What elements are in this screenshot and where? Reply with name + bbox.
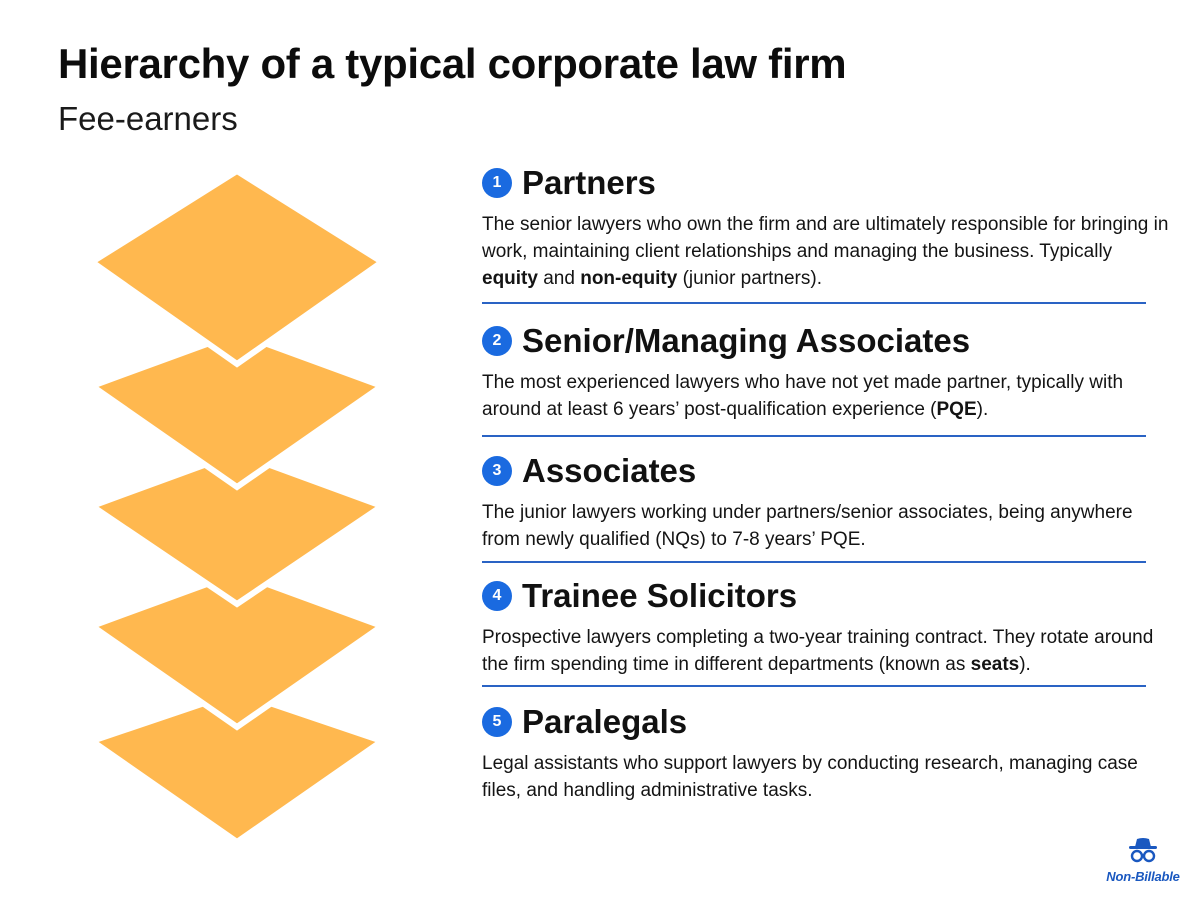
tier-title: Associates bbox=[522, 452, 697, 489]
brand-logo: Non-Billable bbox=[1098, 836, 1188, 884]
brand-name: Non-Billable bbox=[1106, 869, 1180, 884]
tier-trainee-solicitors: 4 Trainee Solicitors Prospective lawyers… bbox=[482, 577, 1172, 678]
layer-4-chevron bbox=[85, 569, 389, 731]
divider bbox=[482, 561, 1146, 563]
tier-description: Prospective lawyers completing a two-yea… bbox=[482, 627, 1154, 675]
emphasis-term: seats bbox=[970, 654, 1020, 675]
layer-2-chevron bbox=[85, 329, 389, 491]
tier-number-badge: 2 bbox=[482, 326, 512, 356]
divider bbox=[482, 435, 1146, 437]
tier-title: Paralegals bbox=[522, 703, 688, 740]
tier-description: The junior lawyers working under partner… bbox=[482, 502, 1133, 550]
tier-number-badge: 1 bbox=[482, 168, 512, 198]
spy-hat-glasses-icon bbox=[1129, 838, 1157, 863]
page-subtitle: Fee-earners bbox=[58, 100, 238, 137]
tier-number-badge: 5 bbox=[482, 707, 512, 737]
tier-title: Trainee Solicitors bbox=[522, 577, 798, 614]
divider bbox=[482, 685, 1146, 687]
emphasis-term: equity bbox=[482, 268, 538, 289]
hierarchy-stack-diagram bbox=[85, 167, 389, 846]
divider bbox=[482, 302, 1146, 304]
layer-1-diamond bbox=[86, 167, 388, 368]
tier-title: Partners bbox=[522, 164, 656, 201]
tier-description: The senior lawyers who own the firm and … bbox=[482, 214, 1169, 289]
page-title: Hierarchy of a typical corporate law fir… bbox=[58, 40, 847, 87]
emphasis-term: PQE bbox=[936, 399, 977, 420]
tier-paralegals: 5 Paralegals Legal assistants who suppor… bbox=[482, 703, 1172, 804]
tier-title: Senior/Managing Associates bbox=[522, 322, 971, 359]
layer-5-chevron bbox=[85, 688, 389, 846]
emphasis-term: non-equity bbox=[580, 268, 678, 289]
tier-number-badge: 3 bbox=[482, 456, 512, 486]
tier-description: The most experienced lawyers who have no… bbox=[482, 372, 1124, 420]
tier-associates: 3 Associates The junior lawyers working … bbox=[482, 452, 1172, 553]
tier-partners: 1 Partners The senior lawyers who own th… bbox=[482, 164, 1172, 292]
tier-description: Legal assistants who support lawyers by … bbox=[482, 753, 1138, 801]
tier-senior-associates: 2 Senior/Managing Associates The most ex… bbox=[482, 322, 1172, 423]
layer-3-chevron bbox=[85, 449, 389, 608]
tier-number-badge: 4 bbox=[482, 581, 512, 611]
